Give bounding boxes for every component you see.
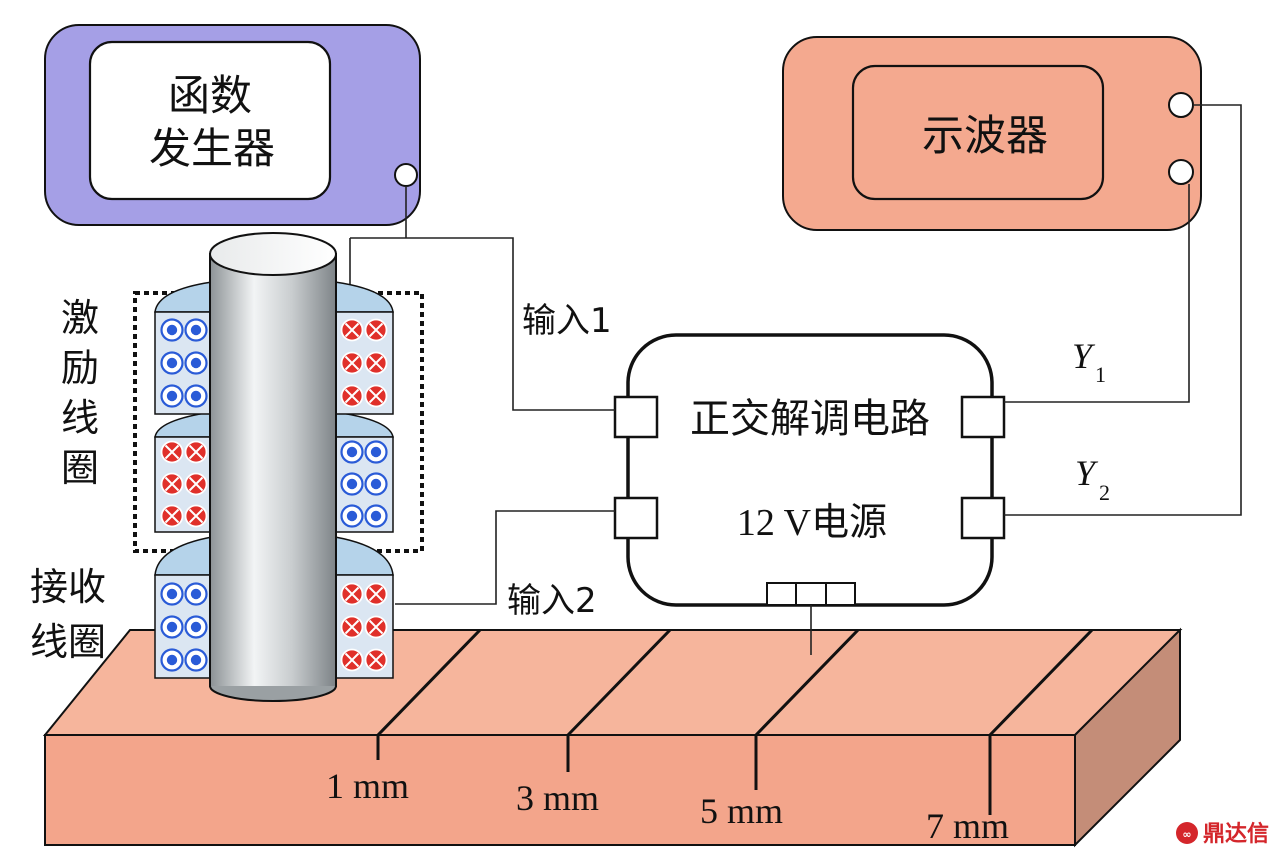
wire-coil-to-input2	[395, 510, 615, 605]
coil-cap-top-right	[334, 281, 394, 313]
excitation-coil-label: 激 励 线 圈	[61, 296, 99, 490]
wiring	[349, 104, 1242, 655]
coil-cap-low-left	[154, 536, 213, 576]
function-generator-label-line1: 函数	[168, 71, 252, 120]
coil-cap-top-left	[154, 281, 213, 313]
function-generator: 函数 发生器	[44, 24, 421, 226]
defect-label-7: 7 mm	[926, 806, 1009, 846]
input1-label: 输入1	[522, 301, 612, 341]
coil-cap-mid-left	[154, 411, 213, 438]
demod-port-input2[interactable]	[613, 496, 659, 540]
demod-port-y2[interactable]	[960, 496, 1006, 540]
svg-text:线: 线	[61, 396, 99, 440]
demodulation-circuit: 正交解调电路 12 V电源	[613, 333, 1006, 607]
oscilloscope-port-y1[interactable]	[1168, 92, 1194, 118]
oscilloscope: 示波器	[782, 36, 1202, 231]
y1-label: Y	[1072, 336, 1096, 376]
watermark-text: 鼎达信	[1203, 821, 1269, 847]
svg-text:激: 激	[61, 296, 99, 340]
demodulation-circuit-body	[626, 333, 994, 607]
watermark-logo-icon	[1176, 822, 1198, 844]
coil-cap-mid-right	[334, 411, 394, 438]
input2-label: 输入2	[507, 581, 597, 621]
oscilloscope-screen	[851, 64, 1105, 201]
svg-text:励: 励	[61, 346, 99, 390]
demod-port-y1[interactable]	[960, 395, 1006, 439]
defect-label-3: 3 mm	[516, 778, 599, 818]
demod-bottom-connector[interactable]	[766, 582, 856, 606]
function-generator-label-line2: 发生器	[149, 124, 275, 173]
defect-groove-5	[754, 628, 860, 790]
svg-text:∞: ∞	[1182, 828, 1191, 841]
y1-subscript: 1	[1095, 362, 1106, 387]
core-rod-top	[209, 232, 337, 276]
core-rod-body	[209, 253, 337, 687]
wire-y1-to-oscilloscope	[1004, 184, 1190, 403]
defect-label-5: 5 mm	[700, 791, 783, 831]
core-rod	[209, 232, 337, 702]
receive-coil-label-line2: 线圈	[30, 620, 106, 664]
defect-groove-3	[566, 628, 672, 772]
coil-cap-low-right	[334, 536, 394, 576]
svg-text:圈: 圈	[61, 446, 99, 490]
wire-y2-to-oscilloscope	[1004, 104, 1242, 516]
defect-groove-7	[988, 628, 1094, 815]
function-generator-output-port[interactable]	[394, 163, 418, 187]
oscilloscope-port-y2[interactable]	[1168, 159, 1194, 185]
oscilloscope-label: 示波器	[922, 111, 1048, 160]
y2-label: Y	[1075, 453, 1099, 493]
defect-label-1: 1 mm	[326, 766, 409, 806]
power-supply-label: 12 V电源	[737, 502, 887, 544]
defect-groove-1	[376, 628, 482, 760]
demod-port-input1[interactable]	[613, 395, 659, 439]
receive-coil-label-line1: 接收	[30, 565, 106, 609]
demodulation-circuit-title: 正交解调电路	[690, 396, 930, 442]
wire-generator-to-input1	[350, 186, 615, 411]
y2-subscript: 2	[1099, 480, 1110, 505]
watermark: ∞ 鼎达信	[1176, 821, 1269, 847]
function-generator-screen	[88, 40, 332, 201]
plate-front-face	[44, 734, 1076, 846]
defect-grooves	[376, 628, 1094, 815]
